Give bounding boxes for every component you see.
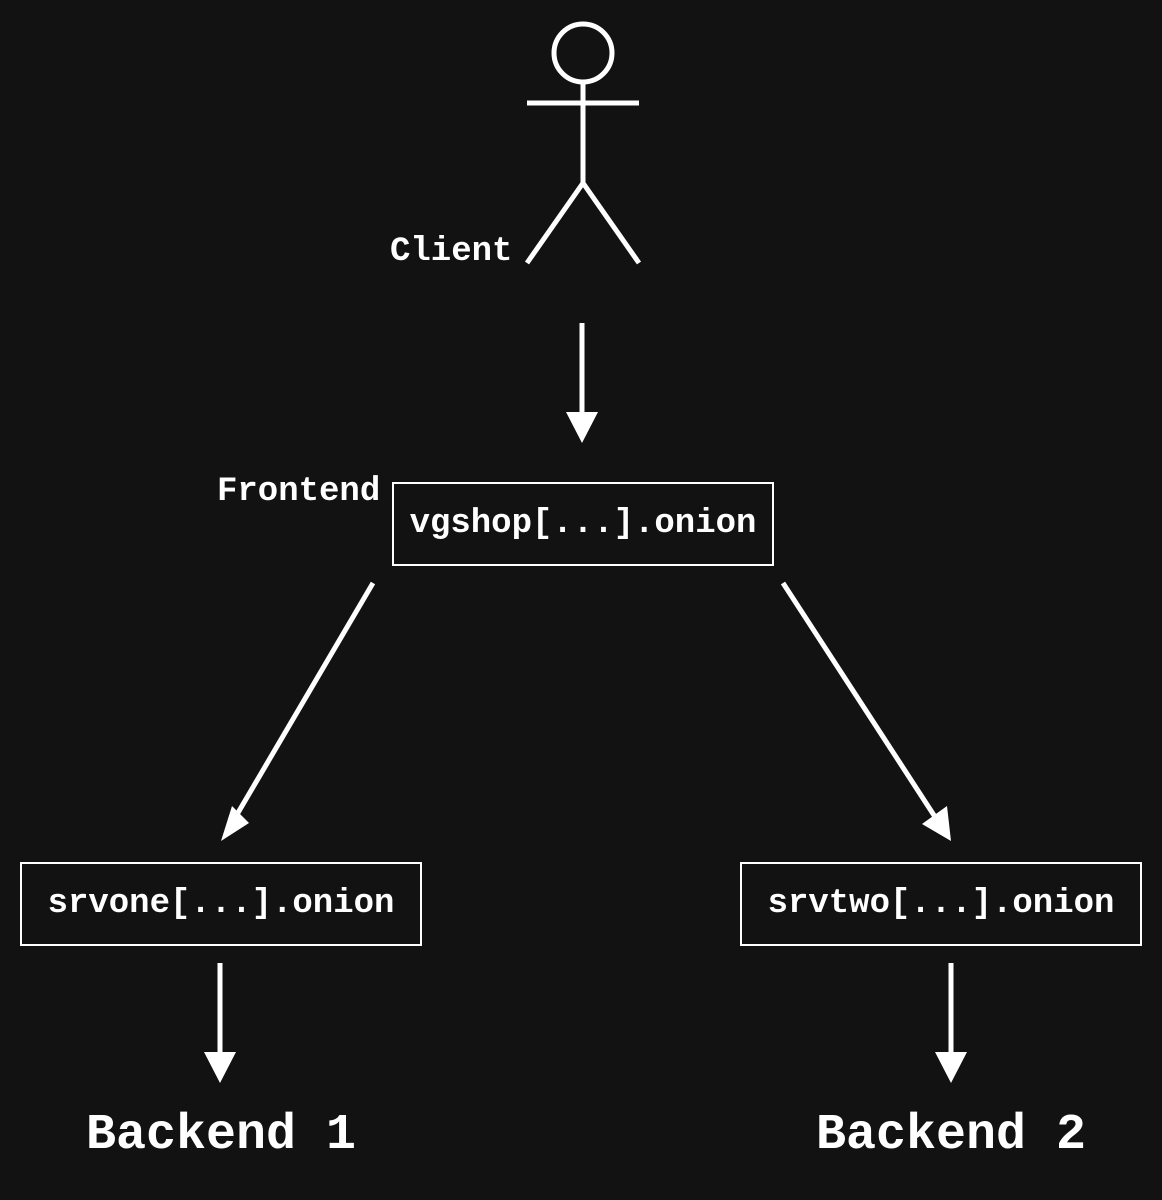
backend1-node: srvone[...].onion [20,862,422,946]
backend2-host-text: srvtwo[...].onion [767,885,1115,923]
frontend-label: Frontend [217,473,381,511]
backend1-label: Backend 1 [85,1107,357,1164]
frontend-node: vgshop[...].onion [392,482,774,566]
client-label: Client [390,233,513,271]
arrow-srvtwo-to-backend2-label [935,963,967,1083]
arrow-client-to-frontend [566,323,598,443]
arrow-frontend-to-backend2 [780,581,951,841]
arrow-frontend-to-backend1 [221,581,376,841]
backend1-host-text: srvone[...].onion [47,885,395,923]
arrow-srvone-to-backend1-label [204,963,236,1083]
backend2-node: srvtwo[...].onion [740,862,1142,946]
stick-figure-icon [524,21,642,265]
backend2-label: Backend 2 [815,1107,1087,1164]
frontend-host-text: vgshop[...].onion [409,505,757,543]
